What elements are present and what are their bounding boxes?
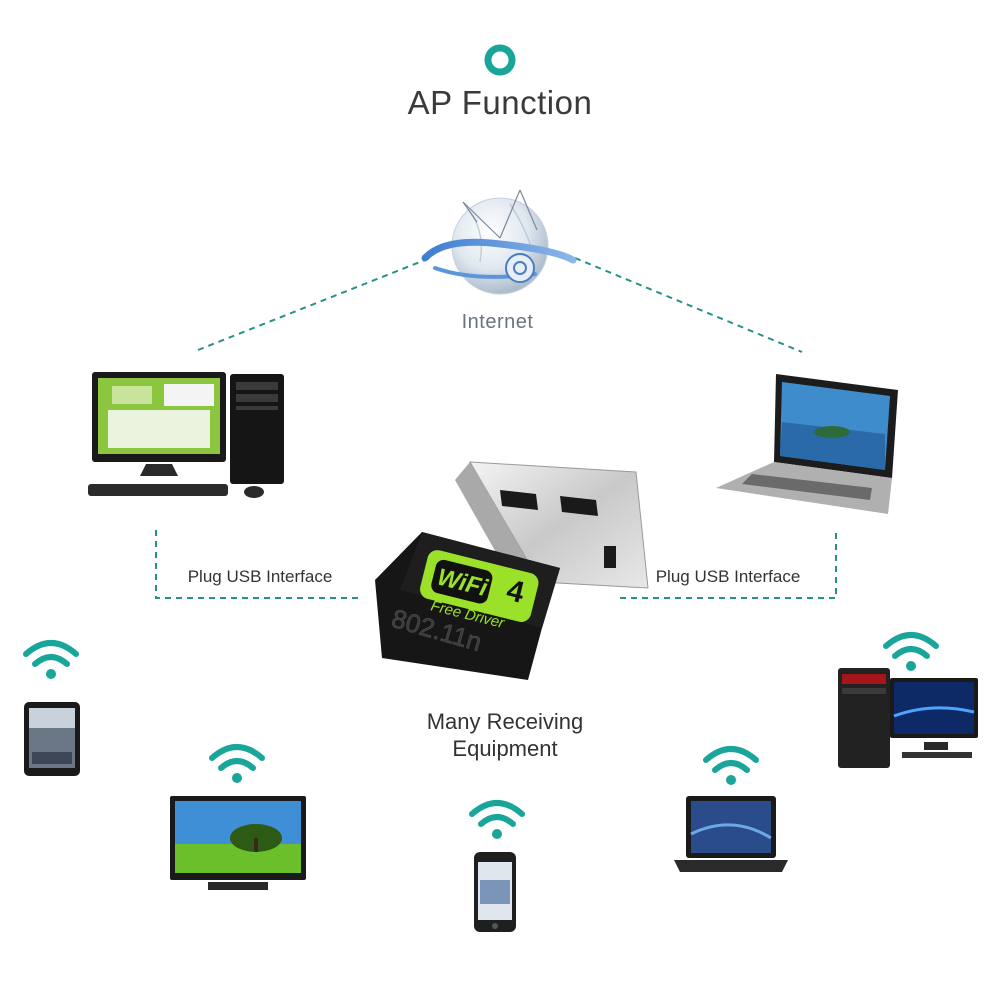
usb-right-label: Plug USB Interface: [655, 567, 801, 586]
tablet-icon: [24, 702, 80, 776]
receiving-label-line2: Equipment: [452, 736, 558, 761]
wifi-signal-icon: [883, 632, 939, 671]
wifi-signal-icon: [469, 800, 525, 839]
wifi-usb-adapter: WiFi 4 Free Driver 802.11n: [375, 461, 649, 680]
usb-left-label: Plug USB Interface: [187, 567, 333, 586]
internet-label: Internet: [461, 311, 534, 333]
desktop-computer-icon: [88, 372, 284, 498]
internet-globe-icon: [421, 189, 577, 295]
page-title: AP Function: [407, 84, 593, 121]
receiving-equipment-label: Many Receiving Equipment: [360, 708, 650, 762]
television-icon: [170, 796, 306, 890]
smartphone-icon: [474, 852, 516, 932]
desktop-monitor-icon: [838, 668, 978, 768]
laptop-icon: [716, 374, 898, 514]
wifi-signal-icon: [209, 744, 265, 783]
ring-icon: [484, 44, 516, 76]
wifi-signal-icon: [23, 640, 79, 679]
receiving-label-line1: Many Receiving: [426, 709, 584, 734]
wifi-signal-icon: [703, 746, 759, 785]
small-laptop-icon: [674, 796, 788, 872]
